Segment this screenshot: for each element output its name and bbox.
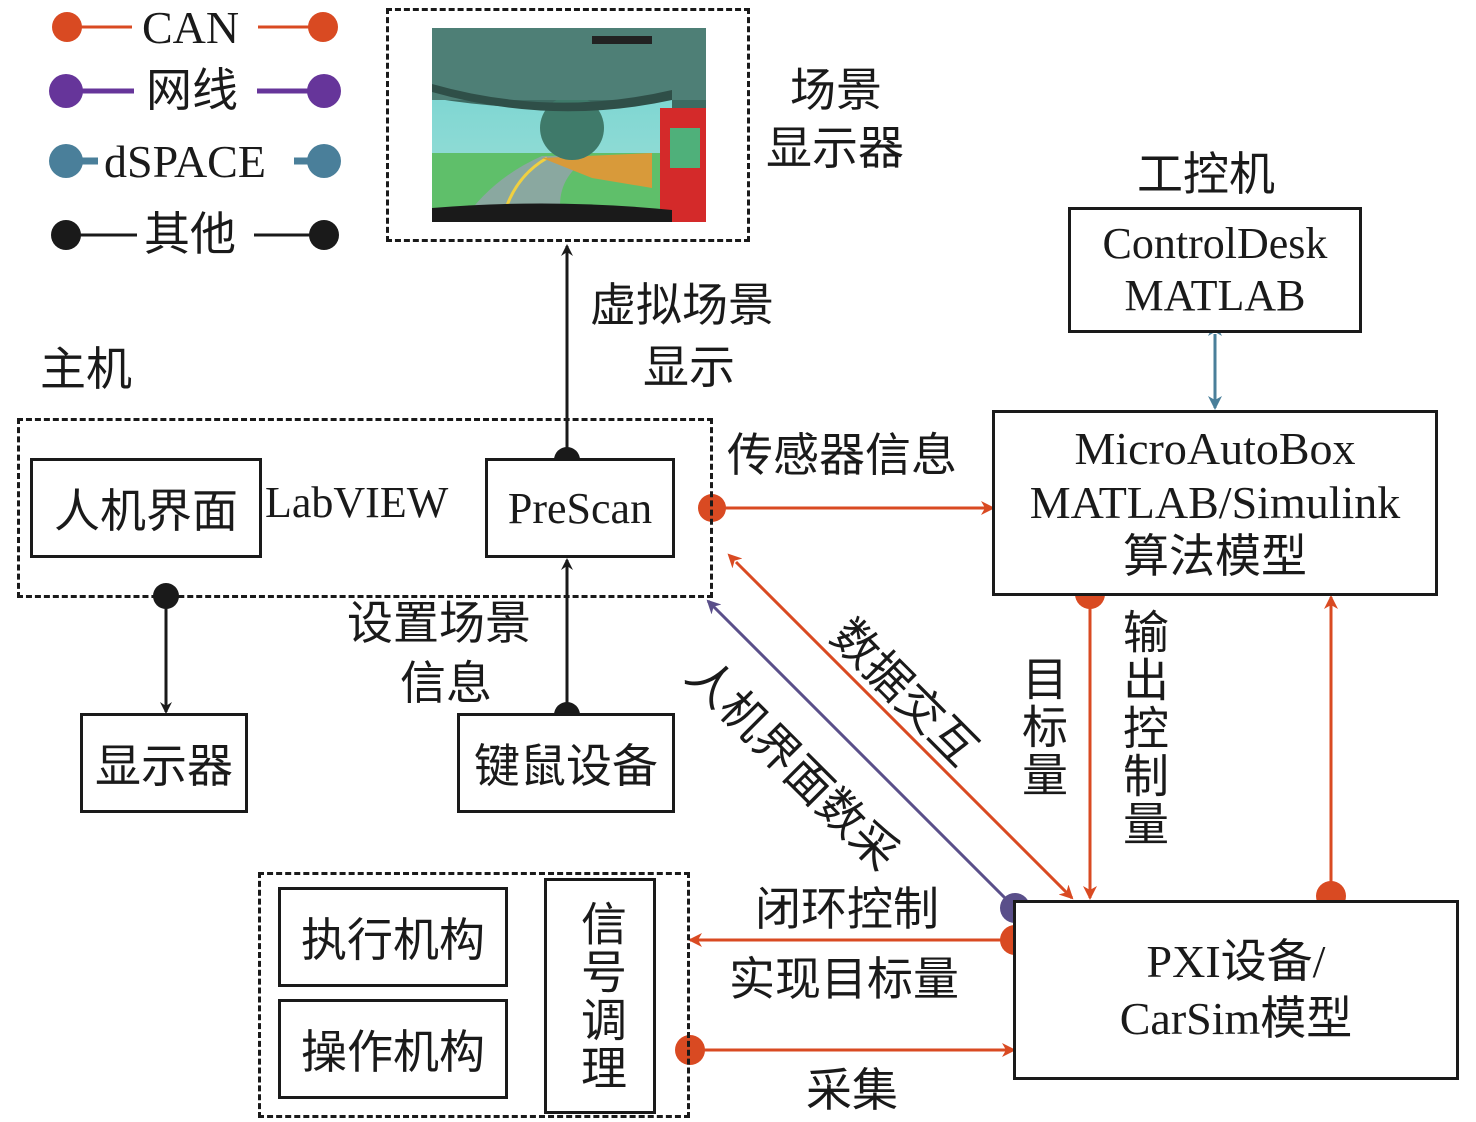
scene-display-label-2: 显示器: [766, 123, 904, 174]
ipc-line-1: ControlDesk: [1102, 219, 1328, 269]
sensor-info-label: 传感器信息: [727, 430, 957, 481]
set-scene-label-2: 信息: [400, 658, 492, 709]
legend-can-line: [52, 12, 338, 42]
hmi-daq-arrow: [706, 599, 1017, 910]
mab-line-3: 算法模型: [1123, 531, 1307, 583]
scene-display-group: [386, 8, 750, 242]
mab-line-1: MicroAutoBox: [1074, 422, 1356, 474]
legend-dspace-label: dSPACE: [104, 136, 266, 187]
keyboard-mouse-box[interactable]: 键鼠设备: [457, 713, 675, 813]
actuator-group: [258, 872, 690, 1118]
execution-mechanism-box[interactable]: 执行机构: [278, 887, 508, 987]
labview-label: LabVIEW: [265, 478, 449, 527]
host-group: [17, 418, 713, 598]
ipc-box[interactable]: ControlDesk MATLAB: [1068, 207, 1362, 333]
data-exchange-arrow: [727, 553, 1074, 900]
output-control-label: 输出控制量: [1117, 608, 1168, 848]
hmi-box[interactable]: 人机界面: [30, 458, 262, 558]
closed-loop-label: 闭环控制: [755, 884, 939, 935]
set-scene-label-1: 设置场景: [347, 598, 531, 649]
legend-dspace-line: [49, 144, 341, 178]
collect-label: 采集: [806, 1065, 898, 1116]
target-label: 目标量: [1016, 655, 1067, 799]
legend-other-line: [51, 220, 339, 250]
legend-can-label: CAN: [142, 2, 240, 53]
scene-display-label-1: 场景: [790, 65, 882, 116]
signal-conditioning-box[interactable]: 信号调理: [544, 878, 656, 1114]
scene-display-image: [432, 28, 706, 222]
ipc-title: 工控机: [1137, 149, 1275, 200]
host-title: 主机: [40, 344, 132, 395]
pxi-box[interactable]: PXI设备/ CarSim模型: [1013, 900, 1459, 1080]
legend-network-label: 网线: [146, 65, 238, 116]
prescan-box[interactable]: PreScan: [485, 458, 675, 558]
microautobox-box[interactable]: MicroAutoBox MATLAB/Simulink 算法模型: [992, 410, 1438, 596]
ipc-line-2: MATLAB: [1124, 271, 1306, 320]
virtual-scene-label-1: 虚拟场景: [590, 280, 774, 331]
virtual-scene-label-2: 显示: [643, 342, 735, 393]
legend-other-label: 其他: [144, 209, 236, 260]
realize-target-label: 实现目标量: [729, 954, 959, 1005]
pxi-line-2: CarSim模型: [1119, 993, 1353, 1044]
collect-dot: [675, 1035, 705, 1065]
pxi-line-1: PXI设备/: [1146, 935, 1326, 987]
monitor-box[interactable]: 显示器: [80, 713, 248, 813]
operation-mechanism-box[interactable]: 操作机构: [278, 999, 508, 1099]
mab-line-2: MATLAB/Simulink: [1029, 476, 1401, 528]
legend-network-line: [49, 74, 341, 108]
